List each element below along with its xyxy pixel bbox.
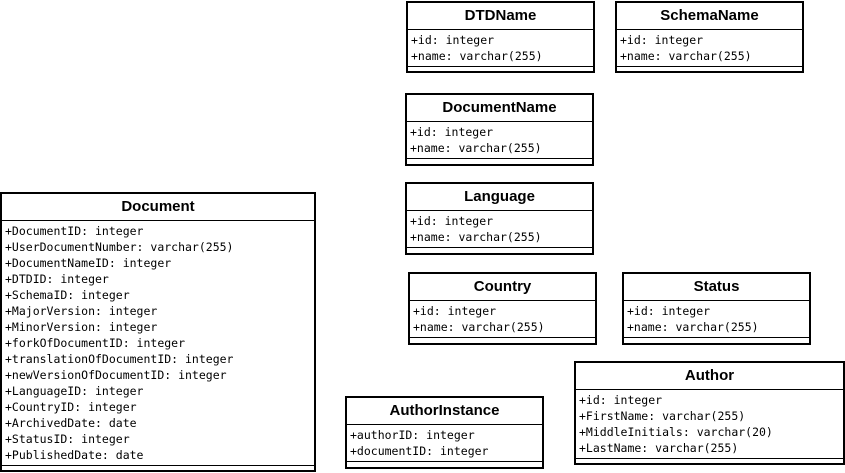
attribute-list: +authorID: integer +documentID: integer	[347, 425, 542, 462]
attribute: +name: varchar(255)	[413, 320, 545, 334]
attribute: +name: varchar(255)	[410, 141, 542, 155]
class-title: DocumentName	[407, 95, 592, 122]
attribute: +name: varchar(255)	[411, 49, 543, 63]
attribute-list: +id: integer +name: varchar(255)	[617, 30, 802, 67]
attribute: +documentID: integer	[350, 444, 489, 458]
attribute: +FirstName: varchar(255)	[579, 409, 746, 423]
attribute: +id: integer	[620, 33, 704, 47]
attribute: +translationOfDocumentID: integer	[5, 352, 234, 366]
class-box-language: Language +id: integer +name: varchar(255…	[405, 182, 594, 255]
attribute: +MajorVersion: integer	[5, 304, 158, 318]
attribute: +StatusID: integer	[5, 432, 130, 446]
class-title: Document	[2, 194, 314, 221]
attribute: +id: integer	[627, 304, 711, 318]
class-title: Language	[407, 184, 592, 211]
attribute: +forkOfDocumentID: integer	[5, 336, 186, 350]
attribute: +UserDocumentNumber: varchar(255)	[5, 240, 234, 254]
attribute-list: +DocumentID: integer +UserDocumentNumber…	[2, 221, 314, 466]
class-title: Author	[576, 363, 843, 390]
class-title: SchemaName	[617, 3, 802, 30]
class-box-documentname: DocumentName +id: integer +name: varchar…	[405, 93, 594, 166]
attribute-list: +id: integer +name: varchar(255)	[408, 30, 593, 67]
attribute: +id: integer	[413, 304, 497, 318]
attribute: +authorID: integer	[350, 428, 475, 442]
attribute: +LastName: varchar(255)	[579, 441, 739, 455]
attribute-list: +id: integer +FirstName: varchar(255) +M…	[576, 390, 843, 459]
attribute: +name: varchar(255)	[620, 49, 752, 63]
attribute-list: +id: integer +name: varchar(255)	[407, 122, 592, 159]
class-title: DTDName	[408, 3, 593, 30]
attribute-list: +id: integer +name: varchar(255)	[410, 301, 595, 338]
attribute: +newVersionOfDocumentID: integer	[5, 368, 227, 382]
attribute: +id: integer	[410, 125, 494, 139]
attribute: +DTDID: integer	[5, 272, 109, 286]
class-title: AuthorInstance	[347, 398, 542, 425]
attribute: +DocumentID: integer	[5, 224, 144, 238]
class-box-schemaname: SchemaName +id: integer +name: varchar(2…	[615, 1, 804, 73]
class-box-author: Author +id: integer +FirstName: varchar(…	[574, 361, 845, 465]
attribute: +id: integer	[410, 214, 494, 228]
class-box-document: Document +DocumentID: integer +UserDocum…	[0, 192, 316, 472]
attribute: +name: varchar(255)	[410, 230, 542, 244]
attribute: +SchemaID: integer	[5, 288, 130, 302]
class-title: Country	[410, 274, 595, 301]
attribute: +DocumentNameID: integer	[5, 256, 172, 270]
attribute: +ArchivedDate: date	[5, 416, 137, 430]
attribute-list: +id: integer +name: varchar(255)	[624, 301, 809, 338]
attribute: +MiddleInitials: varchar(20)	[579, 425, 773, 439]
attribute: +MinorVersion: integer	[5, 320, 158, 334]
class-box-dtdname: DTDName +id: integer +name: varchar(255)	[406, 1, 595, 73]
class-title: Status	[624, 274, 809, 301]
attribute: +name: varchar(255)	[627, 320, 759, 334]
attribute-list: +id: integer +name: varchar(255)	[407, 211, 592, 248]
attribute: +LanguageID: integer	[5, 384, 144, 398]
attribute: +id: integer	[579, 393, 663, 407]
class-box-status: Status +id: integer +name: varchar(255)	[622, 272, 811, 345]
attribute: +PublishedDate: date	[5, 448, 144, 462]
attribute: +CountryID: integer	[5, 400, 137, 414]
class-box-authorinstance: AuthorInstance +authorID: integer +docum…	[345, 396, 544, 469]
attribute: +id: integer	[411, 33, 495, 47]
class-box-country: Country +id: integer +name: varchar(255)	[408, 272, 597, 345]
